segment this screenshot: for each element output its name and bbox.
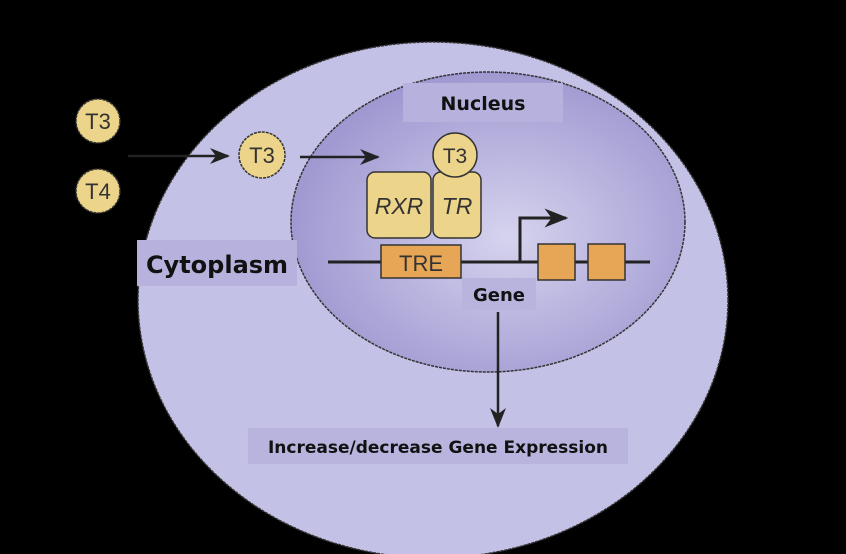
t3-outside: T3 <box>75 98 121 144</box>
tre-label: TRE <box>399 251 443 276</box>
transcription-start-arrow <box>518 208 569 262</box>
gene-label: Gene <box>473 285 525 306</box>
t4-label: T4 <box>85 179 111 204</box>
t3-cytoplasm: T3 <box>238 131 286 179</box>
t3-bound <box>432 132 478 178</box>
gene-expression-label: Increase/decrease Gene Expression <box>268 438 608 458</box>
cytoplasm-label: Cytoplasm <box>146 251 288 279</box>
rxr-receptor <box>366 171 432 239</box>
exon-2 <box>587 243 626 281</box>
rxr-label: RXR <box>375 193 424 219</box>
t3-label: T3 <box>85 109 111 134</box>
t4-outside: T4 <box>75 168 121 214</box>
exon-1 <box>537 243 576 281</box>
nucleus-label: Nucleus <box>441 93 526 115</box>
tre-element <box>380 244 462 279</box>
nucleus-envelope <box>290 71 686 373</box>
t3-label: T3 <box>249 143 275 168</box>
tr-label: TR <box>442 193 473 219</box>
t3-label: T3 <box>443 145 468 168</box>
